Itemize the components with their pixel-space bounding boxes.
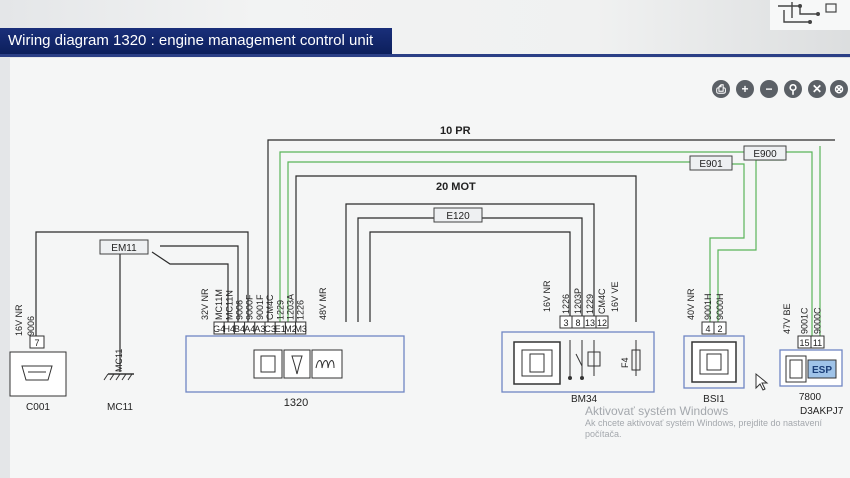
bm34-wire-label: 1229 [585,294,595,314]
u1320-pin: C3 [264,324,276,334]
u1320-pin-box [295,321,307,335]
em11-box-label: EM11 [111,243,137,254]
zoom-in-icon[interactable]: + [736,80,754,98]
bm34-pin: 8 [575,318,580,328]
u1320-wire-label: 9001F [255,294,265,320]
bm34-group-a: 16V NR [542,280,552,312]
logo-icon [770,0,850,30]
u1320-wire-label: 9006 [235,300,245,320]
bus-20mot-label: 20 MOT [436,181,476,193]
bm34-wire-label: CM4C [597,288,607,314]
u1320-pin: M2 [284,324,297,334]
u1320-wire-label: 9000F [245,294,255,320]
bus-10pr-label: 10 PR [440,125,471,137]
u1320-pin: H4 [224,324,236,334]
c001-label: C001 [26,402,50,413]
bm34-chip-icon [513,341,561,385]
u1320-wire-label: 1203A [286,294,296,320]
window-title: Wiring diagram 1320 : engine management … [8,32,374,49]
c001-pin: 7 [34,338,39,348]
close-icon[interactable]: ✕ [808,80,826,98]
bm34-pin-box [595,315,609,329]
e900-box-label: E900 [753,149,777,160]
bsi1-pin: 4 [705,324,710,334]
bm34-group-b: 16V VE [610,281,620,312]
bsi1-group: 40V NR [686,288,696,320]
injector-icon [283,349,311,379]
obd-connector-icon [21,365,53,381]
bsi1-label: BSI1 [703,394,725,405]
bm34-pin: 3 [563,318,568,328]
u1320-wire-label: CM4C [265,294,275,320]
windows-activation-watermark: Aktivovať systém Windows Ak chcete aktiv… [585,404,825,440]
bsi1-chip-icon [691,341,737,383]
u1320-wire-label: MC11M [214,289,224,320]
coil-icon [311,349,343,379]
u7800-chip-icon [785,355,807,383]
esp-badge: ESP [812,365,832,376]
bm34-wire-label: 1226 [561,294,571,314]
search-icon[interactable]: ⚲ [784,80,802,98]
u7800-extra: D3AKPJ7 [800,406,844,417]
u7800-pin: 11 [813,338,822,348]
u7800-pin: 15 [799,338,809,348]
u1320-group-b: 48V MR [318,287,328,320]
e120-box-label: E120 [446,211,470,222]
title-divider [0,54,850,57]
u1320-group-a: 32V NR [200,288,210,320]
u1320-label: 1320 [284,397,308,409]
u1320-pin: B4 [234,324,245,334]
bsi1-pin-box [713,321,727,335]
bm34-pin: 13 [585,318,595,328]
u7800-group: 47V BE [782,303,792,334]
fit-icon[interactable]: ⊗ [830,80,848,98]
u7800-wire-label: 9001C [800,307,810,334]
bsi1-pin: 2 [717,324,722,334]
u7800-pin-box [810,335,825,349]
u1320-wire-label: 1226 [296,300,306,320]
mc11-tag: MC11 [114,349,124,372]
u1320-wire-label: MC11N [224,290,234,320]
u1320-pin: A3 [254,324,265,334]
window-titlebar: Wiring diagram 1320 : engine management … [0,28,392,54]
u1320-pin: M3 [294,324,307,334]
cursor-icon [755,372,769,391]
watermark-title: Aktivovať systém Windows [585,404,729,418]
u7800-wire-label: 9000C [813,307,823,334]
bm34-wire-label: 1203P [573,288,583,314]
bsi1-wire-label: 9000H [715,293,725,320]
u1320-pin: A4 [244,324,255,334]
u1320-pin: E1 [275,324,286,334]
watermark-subtitle: Ak chcete aktivovať systém Windows, prej… [585,418,822,439]
print-icon[interactable]: ⎙ [712,80,730,98]
e901-box-label: E901 [699,159,723,170]
bm34-fuse-label: F4 [620,357,630,368]
u7800-label: 7800 [799,392,822,403]
bm34-pin: 12 [597,318,607,328]
relay-icon [568,340,641,380]
u1320-pin: G4 [213,324,225,334]
u1320-wire-label: 1229 [275,300,285,320]
zoom-out-icon[interactable]: − [760,80,778,98]
bm34-label: BM34 [571,394,598,405]
ecu-chip-icon [253,349,283,379]
ground-icon [103,373,134,381]
c001-wire-b: 9006 [26,316,36,336]
c001-wire-a: 16V NR [14,304,24,336]
bsi1-wire-label: 9001H [703,293,713,320]
mc11-label: MC11 [107,402,133,413]
